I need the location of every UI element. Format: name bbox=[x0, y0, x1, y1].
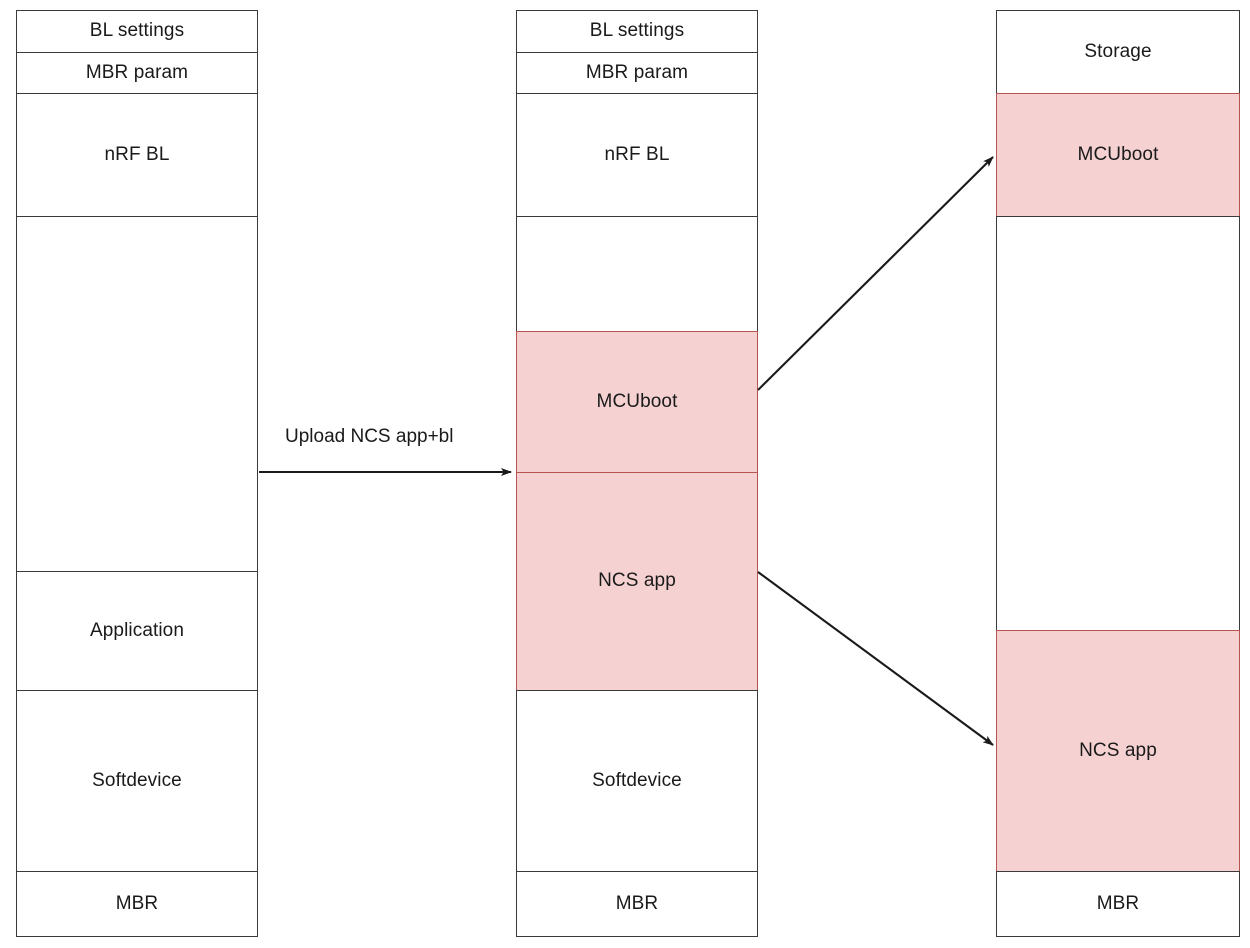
block-mcuboot-intermediate[interactable]: MCUboot bbox=[516, 331, 758, 473]
block-storage-final[interactable]: Storage bbox=[996, 10, 1240, 94]
block-mbr-legacy[interactable]: MBR bbox=[16, 871, 258, 937]
arrow-mcuboot-to-final bbox=[757, 156, 994, 391]
block-softdevice-intermediate[interactable]: Softdevice bbox=[516, 690, 758, 872]
block-bl-settings-intermediate[interactable]: BL settings bbox=[516, 10, 758, 53]
block-mbr-param-intermediate[interactable]: MBR param bbox=[516, 52, 758, 94]
block-mcuboot-final[interactable]: MCUboot bbox=[996, 93, 1240, 217]
block-mbr-intermediate[interactable]: MBR bbox=[516, 871, 758, 937]
block-empty-final[interactable] bbox=[996, 216, 1240, 631]
block-bl-settings-legacy[interactable]: BL settings bbox=[16, 10, 258, 53]
block-nrf-bl-intermediate[interactable]: nRF BL bbox=[516, 93, 758, 217]
block-empty-legacy[interactable] bbox=[16, 216, 258, 572]
block-softdevice-legacy[interactable]: Softdevice bbox=[16, 690, 258, 872]
block-application-legacy[interactable]: Application bbox=[16, 571, 258, 691]
edge-label-upload: Upload NCS app+bl bbox=[281, 426, 458, 448]
arrow-ncs-app-to-final bbox=[757, 571, 994, 746]
block-mbr-param-legacy[interactable]: MBR param bbox=[16, 52, 258, 94]
block-nrf-bl-legacy[interactable]: nRF BL bbox=[16, 93, 258, 217]
block-mbr-final[interactable]: MBR bbox=[996, 871, 1240, 937]
block-empty-intermediate[interactable] bbox=[516, 216, 758, 332]
block-ncs-app-intermediate[interactable]: NCS app bbox=[516, 472, 758, 691]
block-ncs-app-final[interactable]: NCS app bbox=[996, 630, 1240, 872]
